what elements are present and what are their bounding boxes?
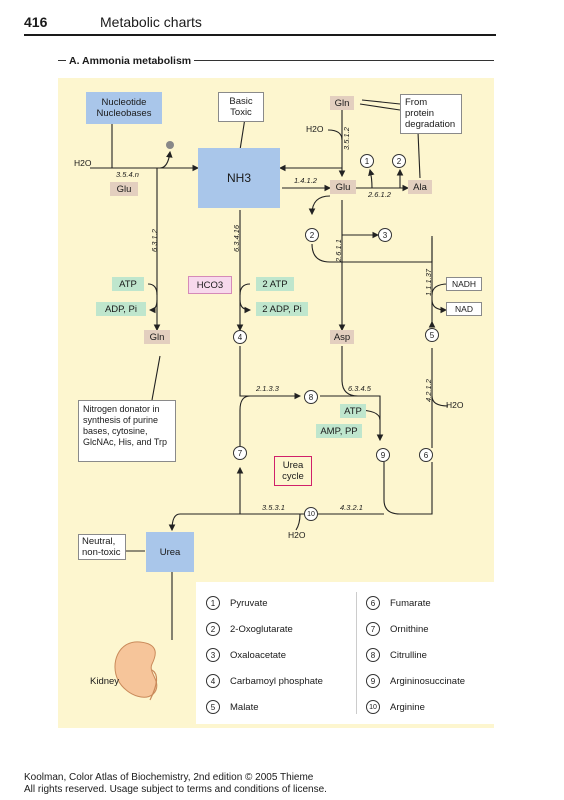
legend-name: Citrulline: [390, 649, 427, 661]
legend-item-6: 6 Fumarate: [366, 596, 431, 610]
legend-num: 9: [366, 674, 380, 688]
circle-8: 8: [304, 390, 318, 404]
h2o-top: H2O: [306, 124, 324, 134]
footer-line-2: All rights reserved. Usage subject to te…: [24, 784, 327, 795]
footer-line-1: Koolman, Color Atlas of Biochemistry, 2n…: [24, 772, 314, 783]
legend-num: 3: [206, 648, 220, 662]
legend-name: Malate: [230, 701, 259, 713]
kidney-shape: [114, 641, 158, 698]
basic-toxic-callout: Basic Toxic: [218, 92, 264, 122]
section-frame: [58, 60, 494, 61]
enzyme-3531: 3.5.3.1: [262, 503, 285, 512]
legend-item-5: 5 Malate: [206, 700, 259, 714]
enzyme-2611: 2.6.1.1: [334, 239, 343, 262]
nitrogen-donor-callout: Nitrogen donator in synthesis of purine …: [78, 400, 176, 462]
page-header-title: Metabolic charts: [100, 14, 202, 30]
legend-item-2: 2 2-Oxoglutarate: [206, 622, 293, 636]
amp-pp-box: AMP, PP: [316, 424, 362, 438]
enzyme-11137: 1.1.1.37: [424, 268, 433, 296]
kidney-label: Kidney: [90, 676, 120, 687]
legend-name: Argininosuccinate: [390, 675, 465, 687]
enzyme-63416: 6.3.4.16: [232, 224, 241, 252]
adp-left-box: ADP, Pi: [96, 302, 146, 316]
footer: Koolman, Color Atlas of Biochemistry, 2n…: [24, 772, 327, 796]
nucleotide-box: Nucleotide Nucleobases: [86, 92, 162, 124]
enzyme-3512: 3.5.1.2: [342, 127, 351, 150]
enzyme-1412: 1.4.1.2: [294, 176, 317, 185]
legend-item-7: 7 Ornithine: [366, 622, 429, 636]
enzyme-3541: 3.5.4.n: [116, 170, 139, 179]
legend-item-8: 8 Citrulline: [366, 648, 427, 662]
legend-name: Ornithine: [390, 623, 429, 635]
circle-9: 9: [376, 448, 390, 462]
glu-left-box: Glu: [110, 182, 138, 196]
enzyme-2133: 2.1.3.3: [256, 384, 279, 393]
circle-7: 7: [233, 446, 247, 460]
protein-degradation-callout: From protein degradation: [400, 94, 462, 134]
circle-1: 1: [360, 154, 374, 168]
nadh-box: NADH: [446, 277, 482, 291]
gln-bottom-box: Gln: [144, 330, 170, 344]
legend-name: 2-Oxoglutarate: [230, 623, 293, 635]
circle-4: 4: [233, 330, 247, 344]
2atp-box: 2 ATP: [256, 277, 294, 291]
h2o-right: H2O: [446, 400, 464, 410]
circle-3: 3: [378, 228, 392, 242]
asp-box: Asp: [330, 330, 354, 344]
legend-num: 8: [366, 648, 380, 662]
legend-num: 4: [206, 674, 220, 688]
glu-center-box: Glu: [330, 180, 356, 194]
circle-10: 10: [304, 507, 318, 521]
legend-num: 7: [366, 622, 380, 636]
enzyme-6312: 6.3.1.2: [150, 229, 159, 252]
2adp-box: 2 ADP, Pi: [256, 302, 308, 316]
enzyme-2612: 2.6.1.2: [368, 190, 391, 199]
urea-cycle-box: Urea cycle: [274, 456, 312, 486]
legend-divider: [356, 592, 357, 714]
h2o-bottom: H2O: [288, 530, 306, 540]
legend-name: Oxaloacetate: [230, 649, 286, 661]
gln-top-box: Gln: [330, 96, 354, 110]
circle-2b: 2: [305, 228, 319, 242]
circle-5: 5: [425, 328, 439, 342]
legend-item-1: 1 Pyruvate: [206, 596, 268, 610]
legend-item-10: 10 Arginine: [366, 700, 425, 714]
legend-num: 2: [206, 622, 220, 636]
nh3-box: NH3: [198, 148, 280, 208]
neutral-callout: Neutral, non-toxic: [78, 534, 126, 560]
circle-2a: 2: [392, 154, 406, 168]
legend-item-9: 9 Argininosuccinate: [366, 674, 465, 688]
section-title: A. Ammonia metabolism: [66, 55, 195, 67]
atp-left-box: ATP: [112, 277, 144, 291]
legend-item-3: 3 Oxaloacetate: [206, 648, 286, 662]
nad-box: NAD: [446, 302, 482, 316]
h2o-left: H2O: [74, 158, 92, 168]
legend-name: Carbamoyl phosphate: [230, 675, 323, 687]
legend-name: Pyruvate: [230, 597, 268, 609]
page-number: 416: [24, 14, 48, 30]
header-rule: [24, 34, 496, 36]
enzyme-4212: 4.2.1.2: [424, 379, 433, 402]
circle-6: 6: [419, 448, 433, 462]
ala-box: Ala: [408, 180, 432, 194]
legend-num: 5: [206, 700, 220, 714]
legend-num: 10: [366, 700, 380, 714]
urea-box: Urea: [146, 532, 194, 572]
legend-num: 1: [206, 596, 220, 610]
enzyme-4321: 4.3.2.1: [340, 503, 363, 512]
legend-name: Fumarate: [390, 597, 431, 609]
legend-item-4: 4 Carbamoyl phosphate: [206, 674, 323, 688]
atp-right-box: ATP: [340, 404, 366, 418]
hco3-box: HCO3: [188, 276, 232, 294]
enzyme-6345: 6.3.4.5: [348, 384, 371, 393]
legend-name: Arginine: [390, 701, 425, 713]
legend-num: 6: [366, 596, 380, 610]
